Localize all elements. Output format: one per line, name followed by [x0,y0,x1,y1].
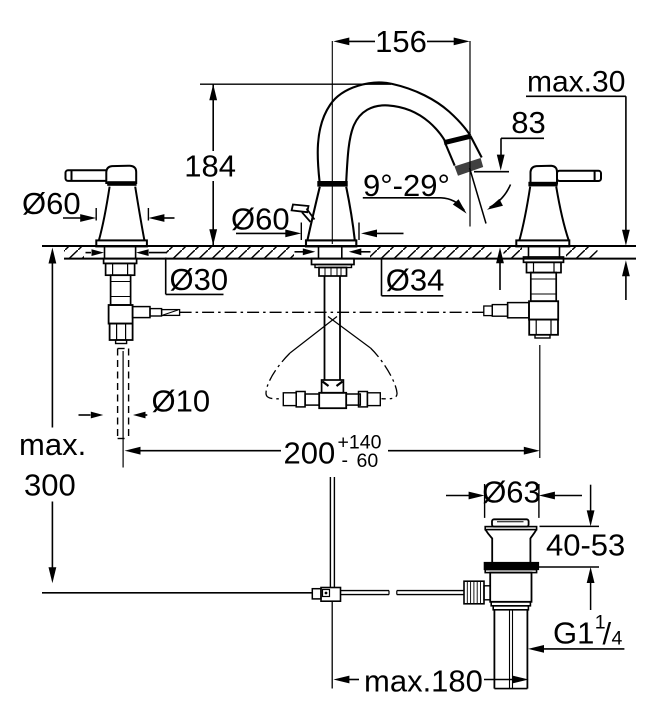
svg-text:300: 300 [24,468,76,503]
svg-text:+140: +140 [338,432,382,454]
svg-text:156: 156 [375,24,427,59]
svg-text:-: - [342,450,349,472]
svg-text:Ø60: Ø60 [231,202,290,237]
svg-text:Ø60: Ø60 [22,186,81,221]
svg-text:184: 184 [184,148,236,183]
svg-text:4: 4 [612,628,623,650]
svg-text:max.30: max.30 [527,66,625,99]
svg-text:1: 1 [595,612,606,634]
svg-text:max.: max. [19,427,86,462]
svg-text:83: 83 [511,105,545,140]
svg-text:9°-29°: 9°-29° [363,168,450,203]
svg-text:Ø30: Ø30 [170,262,229,297]
svg-text:/: / [603,616,612,651]
svg-text:max.180: max.180 [364,663,483,698]
svg-text:Ø34: Ø34 [386,262,445,297]
svg-text:G1: G1 [553,615,594,650]
svg-text:40-53: 40-53 [546,527,625,562]
svg-text:Ø10: Ø10 [152,384,211,419]
svg-text:200: 200 [284,435,336,470]
svg-text:Ø63: Ø63 [482,475,541,510]
svg-text:60: 60 [357,450,379,472]
